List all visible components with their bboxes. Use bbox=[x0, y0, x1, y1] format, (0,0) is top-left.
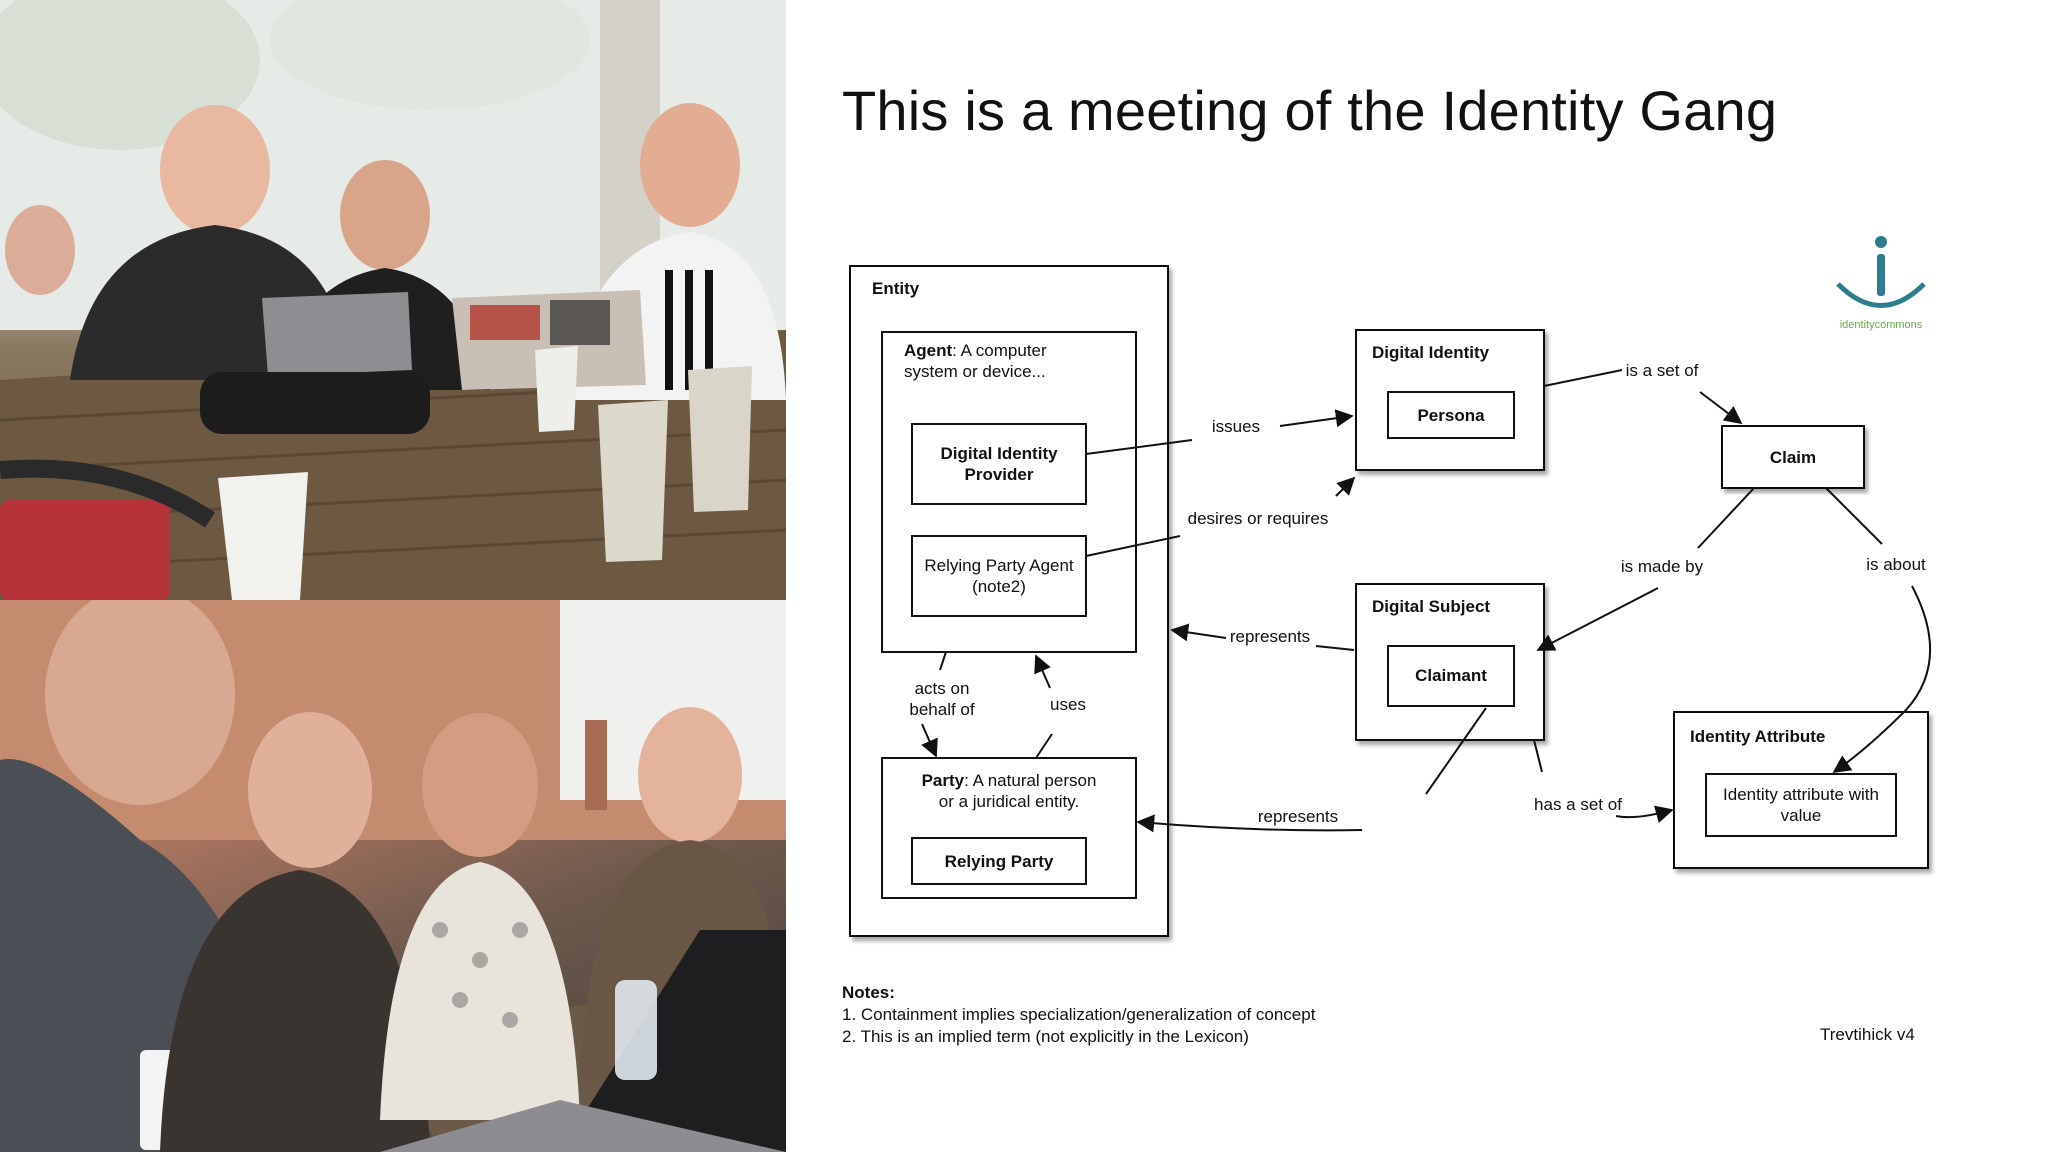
made-by-line-1 bbox=[1697, 487, 1755, 549]
is-made-by-label: is made by bbox=[1621, 557, 1704, 576]
dip-label-2: Provider bbox=[965, 465, 1034, 484]
is-about-line-1 bbox=[1825, 487, 1883, 545]
identity-commons-logo: identitycommons bbox=[1836, 236, 1926, 331]
uses-line-1 bbox=[1035, 733, 1053, 759]
persona-label: Persona bbox=[1417, 406, 1485, 425]
claim-label: Claim bbox=[1770, 448, 1816, 467]
agent-label: Agent: A computer bbox=[904, 341, 1047, 360]
ia-value-label-2: value bbox=[1781, 806, 1822, 825]
set-of-line-1 bbox=[1543, 369, 1623, 387]
relying-party-label: Relying Party bbox=[945, 852, 1054, 871]
entity-label: Entity bbox=[872, 279, 920, 298]
digital-identity-provider-box bbox=[911, 423, 1087, 505]
party-label: Party: A natural person bbox=[922, 771, 1097, 790]
digital-subject-label: Digital Subject bbox=[1372, 597, 1490, 616]
acts-on-label-2: behalf of bbox=[909, 700, 974, 719]
is-about-line-2 bbox=[1832, 585, 1931, 774]
claim-box bbox=[1721, 425, 1865, 489]
notes-title: Notes: bbox=[842, 983, 895, 1002]
issues-label: issues bbox=[1212, 417, 1260, 436]
represents-lower-line-1 bbox=[1425, 707, 1487, 795]
is-about-label: is about bbox=[1866, 555, 1926, 574]
issues-line-1 bbox=[1085, 439, 1193, 455]
notes-line-1: 1. Containment implies specialization/ge… bbox=[842, 1005, 1316, 1024]
party-label-line2: or a juridical entity. bbox=[939, 792, 1079, 811]
notes-block: Notes: 1. Containment implies specializa… bbox=[842, 982, 1315, 1048]
digital-identity-label: Digital Identity bbox=[1372, 343, 1490, 362]
represents-lower-label: represents bbox=[1258, 807, 1338, 826]
ia-value-label-1: Identity attribute with bbox=[1723, 785, 1879, 804]
photo-people-laptop bbox=[0, 600, 786, 1152]
acts-on-line-2 bbox=[921, 723, 938, 758]
has-set-of-line-1 bbox=[1533, 739, 1543, 773]
uses-label: uses bbox=[1050, 695, 1086, 714]
set-of-line-2 bbox=[1699, 391, 1743, 425]
relying-party-box bbox=[911, 837, 1087, 885]
desires-label: desires or requires bbox=[1188, 509, 1329, 528]
represents-upper-line-1 bbox=[1315, 645, 1355, 651]
identity-attribute-value-box bbox=[1705, 773, 1897, 837]
relying-party-agent-box bbox=[911, 535, 1087, 617]
slide-title: This is a meeting of the Identity Gang bbox=[842, 79, 1778, 142]
acts-on-line-1 bbox=[939, 651, 947, 671]
notes-line-2: 2. This is an implied term (not explicit… bbox=[842, 1027, 1249, 1046]
issues-line-2 bbox=[1279, 409, 1354, 428]
has-a-set-of-label: has a set of bbox=[1534, 795, 1622, 814]
persona-box bbox=[1387, 391, 1515, 439]
author-credit: Trevtihick v4 bbox=[1820, 1025, 1915, 1044]
agent-label-line2: system or device... bbox=[904, 362, 1046, 381]
svg-text:identitycommons: identitycommons bbox=[1840, 319, 1923, 331]
is-a-set-of-label: is a set of bbox=[1626, 361, 1699, 380]
represents-upper-label: represents bbox=[1230, 627, 1310, 646]
desires-line-2 bbox=[1335, 476, 1356, 497]
claimant-label: Claimant bbox=[1415, 666, 1487, 685]
has-set-of-line-2 bbox=[1615, 805, 1674, 824]
identity-lexicon-diagram: Entity Agent: A computer system or devic… bbox=[849, 265, 1931, 937]
photo-meeting-table bbox=[0, 0, 786, 600]
represents-lower-line-2 bbox=[1136, 814, 1363, 833]
dip-label-1: Digital Identity bbox=[940, 444, 1058, 463]
claimant-box bbox=[1387, 645, 1515, 707]
made-by-line-2 bbox=[1536, 587, 1659, 651]
represents-upper-line-2 bbox=[1170, 623, 1227, 642]
identity-attribute-label: Identity Attribute bbox=[1690, 727, 1825, 746]
rpa-label-1: Relying Party Agent bbox=[924, 556, 1074, 575]
uses-line-2 bbox=[1034, 654, 1051, 689]
desires-line-1 bbox=[1085, 535, 1181, 557]
acts-on-label-1: acts on bbox=[915, 679, 970, 698]
rpa-label-2: (note2) bbox=[972, 577, 1026, 596]
